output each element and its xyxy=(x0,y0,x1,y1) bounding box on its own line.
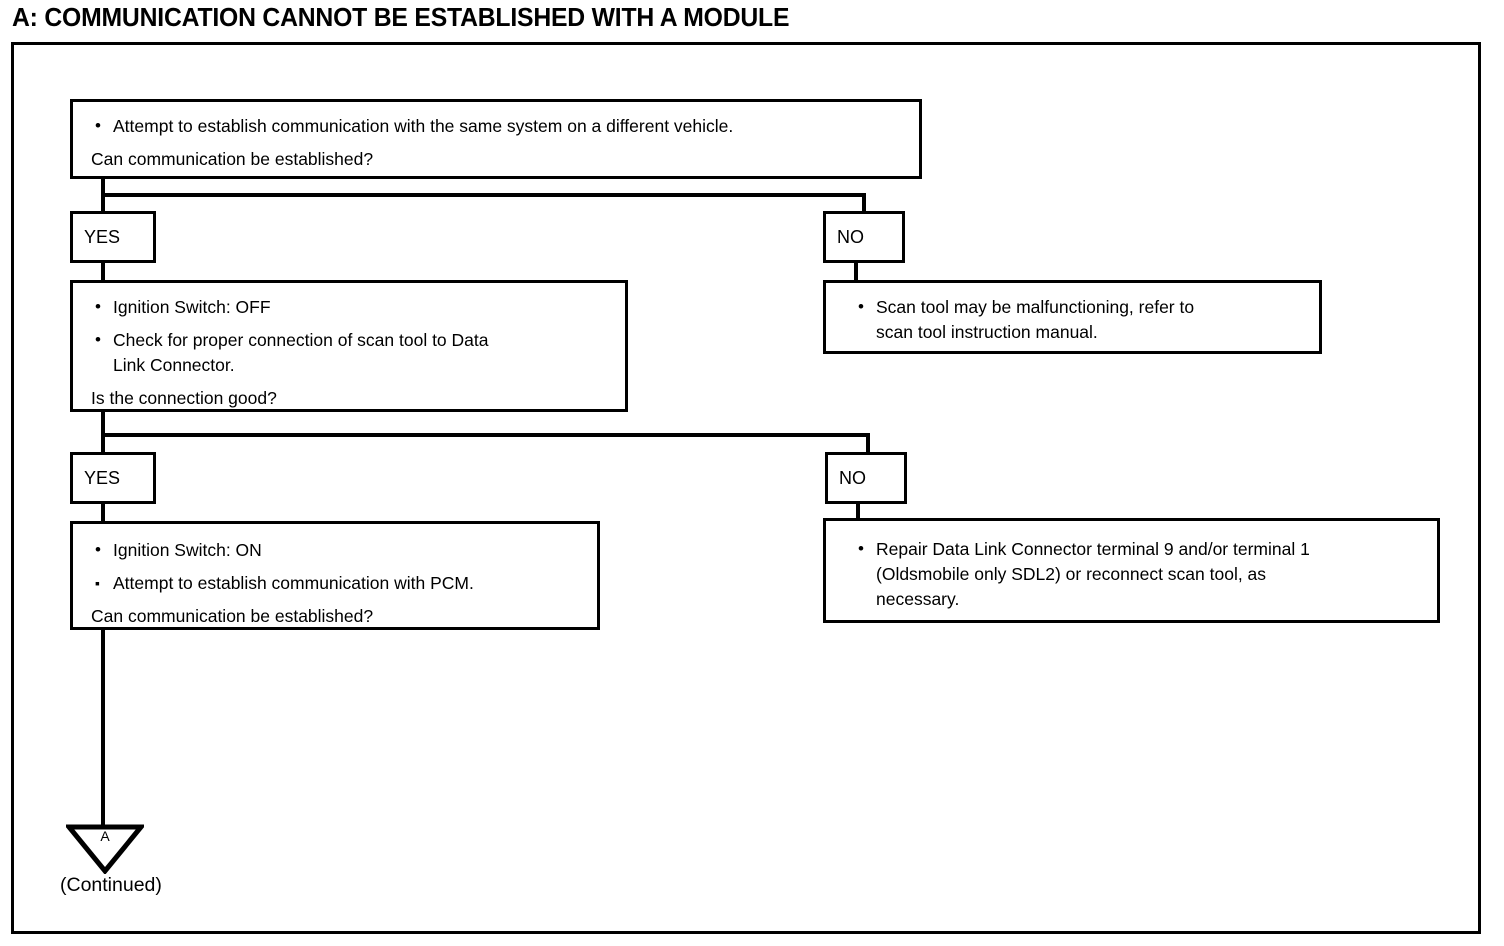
connector-v-yes2-to-step3 xyxy=(101,501,105,523)
branch-yes-2: YES xyxy=(70,452,156,504)
step-1-bullet-1: Attempt to establish communication with … xyxy=(91,113,909,139)
continued-connector-triangle: A xyxy=(66,824,144,874)
step-2-yes-bullet-2: Check for proper connection of scan tool… xyxy=(91,327,615,378)
step-3-yes-bullet-2: Attempt to establish communication with … xyxy=(91,571,587,596)
step-3-no-box: Repair Data Link Connector terminal 9 an… xyxy=(823,518,1440,623)
continued-caption: (Continued) xyxy=(60,874,162,896)
step-3-yes-box: Ignition Switch: ON Attempt to establish… xyxy=(70,521,600,630)
step-3-no-bullet-1: Repair Data Link Connector terminal 9 an… xyxy=(854,536,1427,612)
step-1-question: Can communication be established? xyxy=(91,149,374,169)
step-3-yes-question: Can communication be established? xyxy=(91,606,374,626)
connector-v-step2-no xyxy=(866,433,870,455)
branch-no-2: NO xyxy=(825,452,907,504)
connector-v-yes1-to-step2 xyxy=(101,260,105,282)
branch-no-1: NO xyxy=(823,211,905,263)
connector-v-no2-to-step3no xyxy=(856,501,860,523)
connector-v-to-continued xyxy=(101,628,105,826)
connector-v-no1-to-step2no xyxy=(854,260,858,282)
connector-h-step2-branch xyxy=(101,433,870,437)
continued-connector-letter: A xyxy=(100,828,110,844)
step-2-yes-box: Ignition Switch: OFF Check for proper co… xyxy=(70,280,628,412)
step-3-yes-bullet-1: Ignition Switch: ON xyxy=(91,537,587,563)
step-2-yes-bullet-1: Ignition Switch: OFF xyxy=(91,294,615,320)
step-2-no-bullet-1: Scan tool may be malfunctioning, refer t… xyxy=(854,294,1309,345)
connector-v-step1-no xyxy=(862,193,866,214)
branch-yes-1-label: YES xyxy=(84,226,121,247)
diagram-frame xyxy=(11,42,1481,934)
step-2-yes-question: Is the connection good? xyxy=(91,388,277,408)
branch-yes-2-label: YES xyxy=(84,467,121,488)
branch-no-1-label: NO xyxy=(837,226,864,247)
step-2-no-box: Scan tool may be malfunctioning, refer t… xyxy=(823,280,1322,354)
step-1-box: Attempt to establish communication with … xyxy=(70,99,922,179)
branch-no-2-label: NO xyxy=(839,467,866,488)
page-title: A: COMMUNICATION CANNOT BE ESTABLISHED W… xyxy=(12,4,790,32)
connector-h-step1-branch xyxy=(101,193,866,197)
branch-yes-1: YES xyxy=(70,211,156,263)
connector-v-step2-drop xyxy=(101,409,105,456)
